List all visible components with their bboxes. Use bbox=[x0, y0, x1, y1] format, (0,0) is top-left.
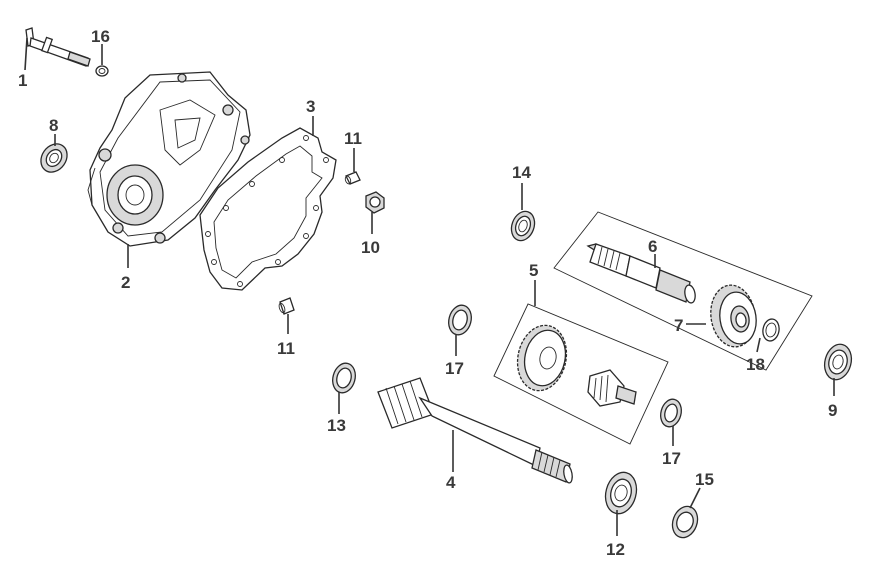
callout-14: 14 bbox=[512, 163, 531, 182]
part-17-seal-upper bbox=[448, 304, 472, 336]
part-16-ring bbox=[95, 65, 109, 77]
part-2-case-cover bbox=[87, 71, 251, 247]
part-15-washer bbox=[671, 505, 699, 539]
part-13-seal bbox=[332, 362, 356, 394]
part-12-bearing bbox=[604, 471, 638, 515]
callout-2: 2 bbox=[121, 273, 130, 292]
part-4-shaft bbox=[377, 377, 573, 484]
part-17-seal-lower bbox=[660, 398, 682, 428]
part-14-bearing bbox=[510, 210, 536, 242]
callout-17-upper: 17 bbox=[445, 359, 464, 378]
part-11-dowel-lower bbox=[278, 297, 295, 315]
part-10-nut bbox=[365, 191, 385, 214]
part-group-box-5 bbox=[493, 303, 669, 445]
callout-4: 4 bbox=[446, 473, 456, 492]
part-9-bearing bbox=[823, 343, 853, 381]
callout-6: 6 bbox=[648, 237, 657, 256]
callout-18: 18 bbox=[746, 355, 765, 374]
part-11-dowel-upper bbox=[344, 171, 361, 185]
callout-11-upper: 11 bbox=[344, 129, 362, 148]
callout-7: 7 bbox=[674, 316, 683, 335]
part-7-gear bbox=[710, 284, 757, 348]
callout-8: 8 bbox=[49, 116, 58, 135]
leader-1 bbox=[24, 37, 28, 71]
callout-16: 16 bbox=[91, 27, 110, 46]
part-group-box-6 bbox=[553, 211, 813, 371]
callout-9: 9 bbox=[828, 401, 837, 420]
part-6-shaft bbox=[586, 243, 696, 304]
callout-13: 13 bbox=[327, 416, 346, 435]
leader-15 bbox=[689, 487, 701, 509]
part-5-gear-assembly bbox=[516, 324, 637, 407]
callout-15: 15 bbox=[695, 470, 714, 489]
callout-5: 5 bbox=[529, 261, 538, 280]
part-18-washer bbox=[762, 318, 780, 342]
callout-1: 1 bbox=[18, 71, 27, 90]
leader-18 bbox=[756, 337, 761, 353]
callout-10: 10 bbox=[361, 238, 380, 257]
callout-17-lower: 17 bbox=[662, 449, 681, 468]
callout-11-lower: 11 bbox=[277, 339, 295, 358]
callout-3: 3 bbox=[306, 97, 315, 116]
part-3-gasket bbox=[199, 127, 337, 291]
part-8-seal bbox=[40, 143, 68, 173]
part-1-pin bbox=[25, 27, 91, 67]
callout-12: 12 bbox=[606, 540, 625, 559]
